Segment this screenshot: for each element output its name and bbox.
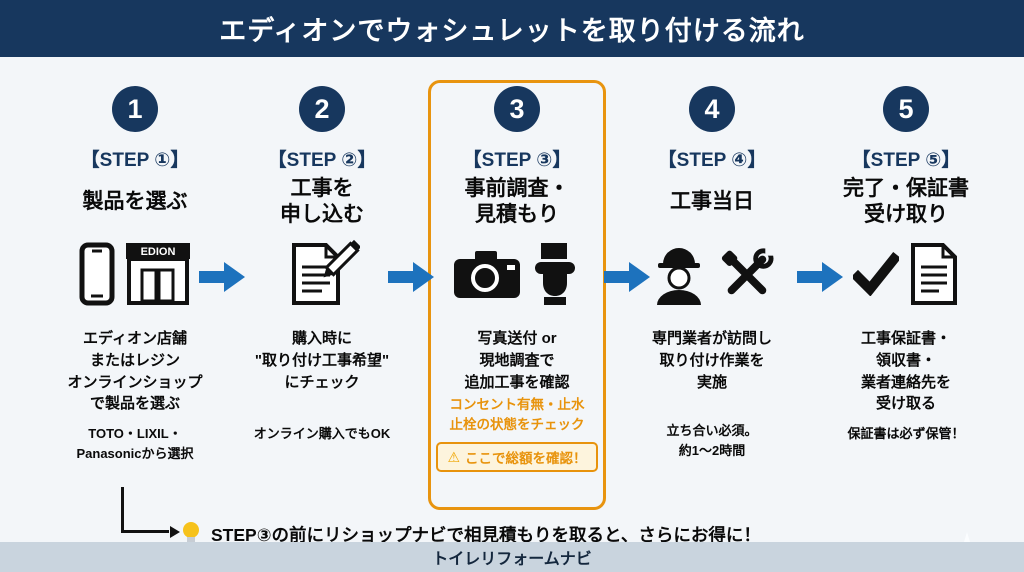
step-title: 工事を 申し込む bbox=[280, 177, 364, 226]
document-pencil-icon bbox=[292, 239, 360, 305]
step-number-badge: 1 bbox=[112, 86, 158, 132]
camera-icon bbox=[454, 251, 520, 298]
tip-row: STEP③の前にリショップナビで相見積もりを取ると、さらにお得に！ bbox=[180, 520, 761, 548]
flow-arrow-3 bbox=[604, 262, 650, 297]
warning-icon: ⚠ bbox=[447, 448, 461, 465]
step-label: 【STEP ②】 bbox=[267, 150, 377, 171]
header-banner: エディオンでウォシュレットを取り付ける流れ bbox=[0, 0, 1024, 57]
flow-arrow-2 bbox=[388, 262, 434, 297]
step-column-5: 5 【STEP ⑤】 完了・保証書 受け取り 工事保証書・ 領収書・ 業者連絡先… bbox=[816, 57, 996, 444]
step-description: 写真送付 or 現地調査で 追加工事を確認 bbox=[464, 330, 570, 391]
step-description: 専門業者が訪問し 取り付け作業を 実施 bbox=[651, 330, 772, 391]
flow-arrow-1 bbox=[199, 262, 245, 297]
step-icons bbox=[650, 232, 774, 316]
step-label: 【STEP ④】 bbox=[657, 150, 767, 171]
step-label: 【STEP ⑤】 bbox=[851, 150, 961, 171]
step-note: TOTO・LIXIL・ Panasonicから選択 bbox=[76, 426, 194, 461]
step3-highlight-box bbox=[428, 80, 606, 510]
step-description: 工事保証書・ 領収書・ 業者連絡先を 受け取る bbox=[860, 330, 951, 413]
step-icons bbox=[853, 232, 959, 316]
step-icons bbox=[453, 232, 581, 316]
tip-text: STEP③の前にリショップナビで相見積もりを取ると、さらにお得に！ bbox=[211, 524, 761, 545]
page-title: エディオンでウォシュレットを取り付ける流れ bbox=[219, 16, 805, 46]
elbow-arrow bbox=[121, 487, 180, 538]
step-description: エディオン店舗 またはレジン オンラインショップ で製品を選ぶ bbox=[67, 330, 203, 413]
step-icons bbox=[284, 232, 360, 316]
step-note: 立ち合い必須。 約1〜2時間 bbox=[666, 423, 758, 458]
step-title: 工事当日 bbox=[670, 190, 754, 214]
step-title: 製品を選ぶ bbox=[82, 190, 188, 214]
smartphone-icon bbox=[79, 242, 115, 306]
tools-icon bbox=[721, 247, 774, 295]
edion-store-icon: EDION bbox=[126, 243, 190, 305]
check-icon bbox=[853, 252, 899, 296]
warranty-document-icon bbox=[911, 243, 957, 305]
worker-icon bbox=[657, 248, 701, 305]
step-number-badge: 3 bbox=[494, 86, 540, 132]
warning-text: ここで総額を確認！ bbox=[465, 451, 587, 467]
step-note: 保証書は必ず保管！ bbox=[847, 426, 965, 441]
step-label: 【STEP ③】 bbox=[462, 150, 572, 171]
step-column-2: 2 【STEP ②】 工事を 申し込む 購入時に "取り付け工事希望" にチェッ… bbox=[232, 57, 412, 444]
footer-bar: トイレリフォームナビ bbox=[0, 542, 1024, 572]
step-column-3: 3 【STEP ③】 事前調査・ 見積もり 写真送付 or 現地調査で 追加工事… bbox=[427, 57, 607, 473]
step-note: オンライン購入でもOK bbox=[253, 426, 391, 441]
step-label: 【STEP ①】 bbox=[80, 150, 190, 171]
step-number-badge: 5 bbox=[883, 86, 929, 132]
step-column-4: 4 【STEP ④】 工事当日 専門業者が訪問し 取り付け作業を 実施 立ち合い… bbox=[622, 57, 802, 460]
step-number-badge: 4 bbox=[689, 86, 735, 132]
step-title: 完了・保証書 受け取り bbox=[843, 177, 969, 226]
warning-badge: ⚠ ここで総額を確認！ bbox=[436, 442, 598, 473]
flow-arrow-4 bbox=[797, 262, 843, 297]
edion-sign-text: EDION bbox=[141, 246, 176, 258]
step-description: 購入時に "取り付け工事希望" にチェック bbox=[254, 330, 390, 391]
step-number-badge: 2 bbox=[299, 86, 345, 132]
site-name: トイレリフォームナビ bbox=[432, 551, 592, 568]
step-icons: EDION bbox=[79, 232, 191, 316]
toilet-icon bbox=[535, 243, 575, 305]
step-column-1: 1 【STEP ①】 製品を選ぶ EDION エディオン店舗 またはレジン オン… bbox=[45, 57, 225, 463]
step-title: 事前調査・ 見積もり bbox=[464, 177, 570, 226]
step-highlight-note: コンセント有無・止水 止栓の状態をチェック bbox=[449, 397, 585, 432]
